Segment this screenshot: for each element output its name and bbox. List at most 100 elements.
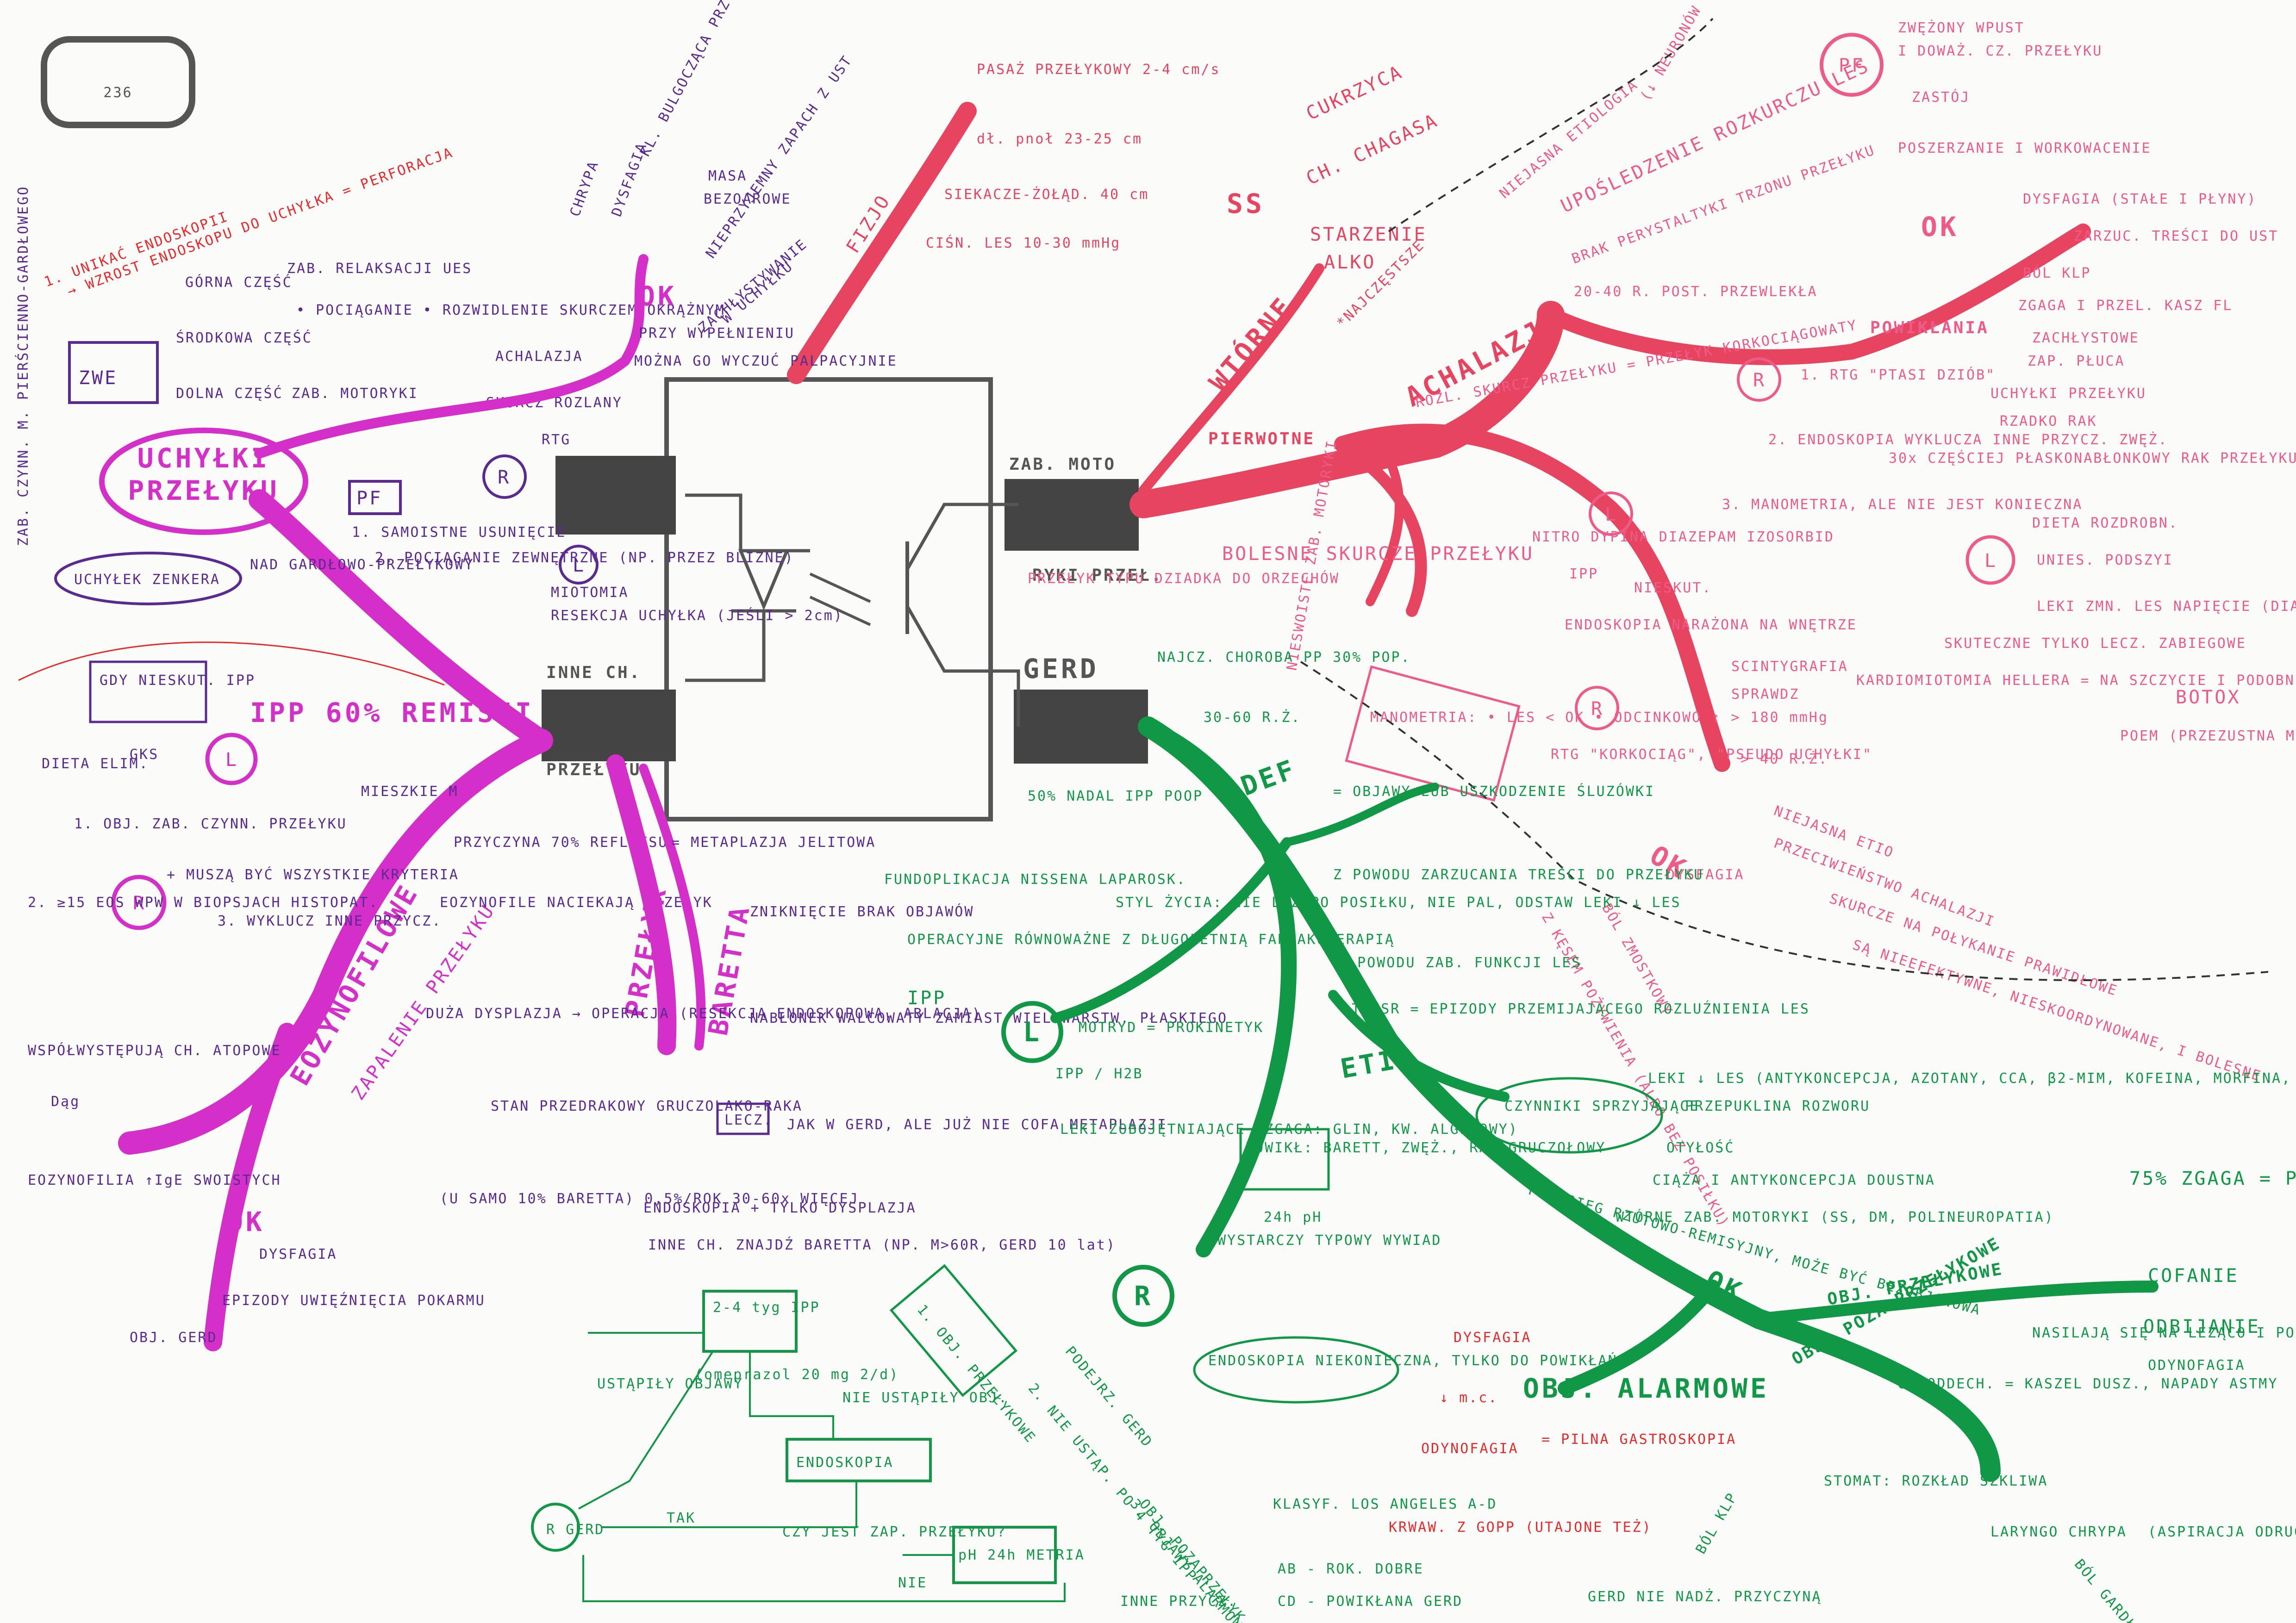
gerd-l-0: FUNDOPLIKACJA NISSENA LAPAROSK. [884,871,1186,888]
powikl-4: 30x CZĘŚCIEJ PŁASKONABŁONKOWY RAK PRZEŁY… [1889,449,2296,466]
gerd-obj-poza-0: U. ODDECH. = KASZEL DUSZ., NAPADY ASTMY [1898,1376,2278,1392]
ach-r-item-2: 3. MANOMETRIA, ALE NIE JEST KONIECZNA [1722,497,2083,513]
ach-rtg: RTG "KORKOCIĄG", "PSEUDO UCHYŁKI" [1551,746,1872,763]
lecz-5: KARDIOMIOTOMIA HELLERA = NA SZCZYCIE I P… [1856,672,2296,689]
lecz-1: UNIES. PODSZYI [2037,552,2173,568]
barrett-item-6: JAK W GERD, ALE JUŻ NIE COFA METAPLAZJI [787,1116,1167,1133]
przelyk-typu: PRZEŁYK TYPU DZIADKA DO ORZECHÓW [1028,570,1340,587]
flow-1: (omeprazol 20 mg 2/d) [694,1367,899,1383]
gerd-czyn-1: PRZEPUKLINA ROZWORU [1685,1098,1870,1114]
eoz-item-0: 1. OBJ. ZAB. CZYNN. PRZEŁYKU [74,816,347,832]
barrett-item-7: ENDOSKOPIA + TYLKO DYSPLAZJA [643,1200,917,1216]
eoz-ok-1: EPIZODY UWIĘŹNIĘCIA POKARMU [222,1292,486,1309]
etio-3: BRAK PERYSTALTYKI TRZONU PRZEŁYKU [1570,142,1878,267]
eoz-ok-label: OK [227,1206,265,1237]
flow-8: pH 24h METRIA [958,1547,1085,1563]
endoskopia-ach: ENDOSKOPIA NARAŻONA NA WNĘTRZE [1565,616,1857,633]
gerd-obj-poza-1: LARYNGO CHRYPA [1990,1524,2127,1540]
gerd-czyn-0: LEKI ↓ LES (ANTYKONCEPCJA, AZOTANY, CCA,… [1648,1070,2296,1087]
center-port-tr [1004,479,1139,551]
lecz-7: > 40 R.Ż. [1741,751,1828,767]
center-schematic: ZAB. MOTO RYKI PRZEŁ. INNE CH. PRZEŁYKU … [542,377,1161,821]
barrett-item-3: DUŻA DYSPLAZJA → OPERACJA (RESEKCJA ENDO… [426,1005,982,1022]
bolesne-label: BOLESNE SKURCZE PRZEŁYKU [1222,543,1534,565]
eoz-item-5: EOZYNOFILE NACIEKAJĄ PRZEŁYK [440,895,713,911]
gdy-nieskut: GDY NIESKUT. IPP [100,672,256,689]
ach-pf-marker: PF [1839,55,1865,76]
page-number: 236 [103,85,132,101]
gerd-l-1: 50% NADAL IPP POOP [1028,788,1203,804]
cause-starzenie: STARZENIE [1310,224,1427,245]
flow-9: INNE PRZYCZ. [1120,1593,1237,1610]
gerd-czyn-2: OTYŁOŚĆ [1666,1139,1734,1156]
gerd-r-2: POWIKŁ: BARETT, ZWĘŻ., RAK GRUCZOŁOWY [1245,1139,1606,1156]
ss-label: SS [1227,188,1265,219]
center-label-gerd: GERD [1023,653,1099,684]
lecz-2: LEKI ZMN. LES NAPIĘCIE (DIAZOLAM, IZOSOR… [2037,598,2296,615]
uchylki-l-item-0: 1. SAMOISTNE USUNIĘCIE [352,524,566,541]
uchylki-ok-label: OK [639,280,677,312]
gerd-r-4: KLASYF. LOS ANGELES A-D [1273,1496,1497,1512]
gerd-l-3: IPP [907,988,946,1009]
uchylki-l-marker: L [573,555,586,576]
alarm-2: ODYNOFAGIA [1421,1441,1519,1457]
ach-r-item-0: 1. RTG "PTASI DZIÓB" [1801,366,1996,383]
powikl-3: RZADKO RAK [2000,413,2097,429]
flow-7: NIE [898,1575,927,1591]
uchylki-rtg: RTG [542,432,571,448]
uchylki-hub-title: UCHYŁKI [137,442,270,474]
zab-czynn: ZAB. CZYNN. M. PIERŚCIENNO-GARDŁOWEGO [14,186,31,546]
part-zab-relaks: ZAB. RELAKSACJI UES [287,261,472,277]
ach-l-item-1: IPP [1569,566,1598,582]
ok-wyczuc: MOŻNA GO WYCZUĆ PALPACYJNIE [634,352,898,369]
part-srodkowa: ŚRODKOWA CZĘŚĆ [176,329,312,346]
center-label-inne: INNE CH. [546,663,641,682]
gerd-r-3: 24h pH [1264,1209,1322,1225]
ach-l-item-2: NIESKUT. [1634,580,1712,596]
gerd-def-1: 30-60 R.Ż. [1204,709,1301,726]
eoz-item-7: Dąg [51,1094,80,1110]
eoz-ok-2: OBJ. GERD [130,1330,218,1346]
ok-chrypa: CHRYPA [567,158,602,219]
gerd-r-1: ENDOSKOPIA NIEKONIECZNA, TYLKO DO POWIKŁ… [1208,1352,1618,1369]
ach-ok-3: BÓL KLP [2023,264,2091,281]
barrett-item-2: NABŁONEK WALCOWATY ZAMIAST WIELOWARSTW. … [750,1010,1228,1026]
cause-chagas: CH. CHAGASA [1303,110,1441,189]
part-zab-motoryki: ZAB. MOTORYKI [292,386,418,402]
powikl-2: UCHYŁKI PRZEŁYKU [1990,386,2146,402]
gerd-obj-prz-3: ODYNOFAGIA [2148,1357,2246,1374]
eoz-item-8: EOZYNOFILIA ↑IgE SWOISTYCH [28,1172,281,1188]
gerd-l-2: OPERACYJNE RÓWNOWAŻNE Z DŁUGOLETNIĄ FARM… [907,931,1395,948]
ach-ok2-0: DYSFAGIA [1666,867,1745,883]
flow-endo-box [786,1438,932,1482]
barrett-item-8: INNE CH. ZNAJDŹ BARETTA (NP. M>60R, GERD… [648,1237,1116,1253]
pressure-3: CIŚN. LES 10-30 mmHg [926,234,1121,251]
ok-masa: MASA [708,168,747,184]
gerd-r-0: WYSTARCZY TYPOWY WYWIAD [1217,1232,1441,1249]
ach-l2-marker: L [1984,550,1997,572]
lecz-8: SPRAWDZ [1731,686,1799,703]
part-dolna: DOLNA CZĘŚĆ [176,385,283,402]
pressure-1: dł. pnoł 23-25 cm [977,131,1142,147]
etio-1: (↓ NEURONÓW SPL. AUERBACHA ?) [1636,0,1792,104]
pf-item-3: POSZERZANIE I WORKOWACENIE [1898,140,2152,156]
gerd-obj-prz-1: COFANIE [2148,1265,2239,1287]
powiklania-label: POWIKŁANIA [1870,318,1989,337]
gerd-l-4: STYL ŻYCIA: NIE LEŻ PO POSIŁKU, NIE PAL,… [1116,894,1681,911]
zenker-note: NAD GARDŁOWO-PRZEŁYKOWY [250,557,474,573]
gerd-czyn-3: CIĄŻA I ANTYKONCEPCJA DOUSTNA [1653,1172,1935,1188]
ipp-gks: GKS [130,746,159,763]
gerd-r-6: CD - POWIKŁANA GERD [1278,1593,1463,1610]
part-gorna: GÓRNA CZĘŚĆ [185,274,293,291]
flow-0: 2-4 tyg IPP [713,1300,820,1316]
barrett-item-0: = METAPLAZJA JELITOWA [671,834,876,851]
barrett-item-9: (U SAMO 10% BARETTA) 0,5%/ROK 30-60x WIĘ… [440,1191,859,1207]
page-number-frame [41,36,195,128]
naj-label: *NAJCZĘSTSZE [1334,237,1428,331]
barrett-item-5: LECZ. [724,1112,773,1128]
uchylki-hub-outline [99,428,308,535]
gerd-alarm-label: OBJ. ALARMOWE [1523,1373,1769,1404]
ok-bulgoczaca: KL. BULGOCZĄCA PRZY PRZEŁYKU [637,0,780,159]
